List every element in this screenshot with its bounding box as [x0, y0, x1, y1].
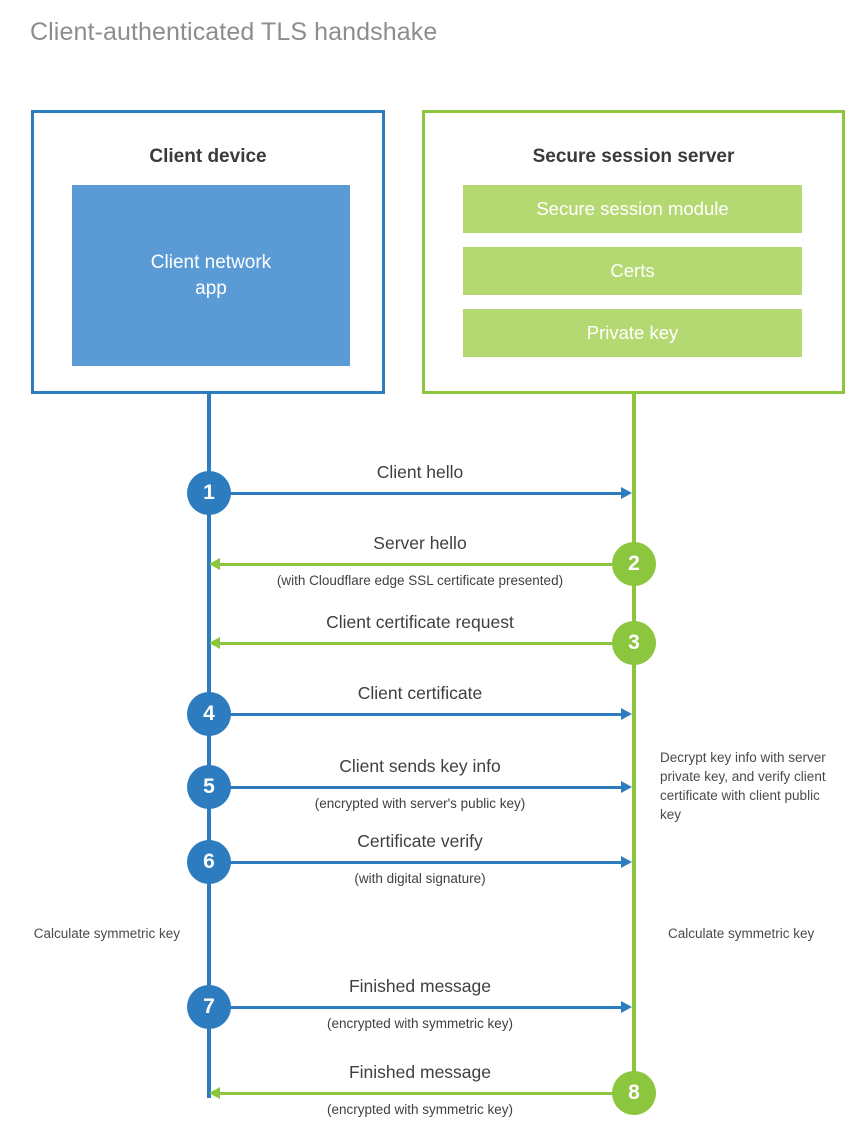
message-label-3: Client certificate request [326, 612, 514, 632]
message-sublabel-2: (with Cloudflare edge SSL certificate pr… [276, 573, 564, 588]
step-badge-7: 7 [187, 985, 231, 1029]
step-badge-1: 1 [187, 471, 231, 515]
arrow-line-1 [209, 492, 621, 495]
server-lifeline [632, 394, 636, 1094]
arrow-head-5 [621, 781, 632, 793]
message-sublabel-7: (encrypted with symmetric key) [326, 1016, 514, 1031]
arrow-line-6 [209, 861, 621, 864]
message-sublabel-5: (encrypted with server's public key) [314, 796, 526, 811]
arrow-head-3 [209, 637, 220, 649]
arrow-line-8 [220, 1092, 634, 1095]
page-title: Client-authenticated TLS handshake [30, 18, 438, 46]
arrow-head-6 [621, 856, 632, 868]
message-label-7: Finished message [348, 976, 492, 996]
message-label-8: Finished message [348, 1062, 492, 1082]
annotation-calculate-symmetric-key-server: Calculate symmetric key [668, 926, 815, 941]
step-badge-2: 2 [612, 542, 656, 586]
step-badge-4: 4 [187, 692, 231, 736]
arrow-line-2 [220, 563, 634, 566]
arrow-line-3 [220, 642, 634, 645]
message-sublabel-8: (encrypted with symmetric key) [326, 1102, 514, 1117]
message-label-5: Client sends key info [339, 756, 501, 776]
arrow-line-5 [209, 786, 621, 789]
message-label-6: Certificate verify [357, 831, 483, 851]
arrow-head-4 [621, 708, 632, 720]
server-component-certs: Certs [463, 247, 802, 295]
client-lifeline [207, 394, 211, 1098]
arrow-head-7 [621, 1001, 632, 1013]
step-badge-3: 3 [612, 621, 656, 665]
step-badge-8: 8 [612, 1071, 656, 1115]
secure-session-server-title: Secure session server [532, 146, 735, 167]
step-badge-5: 5 [187, 765, 231, 809]
annotation-calculate-symmetric-key-client: Calculate symmetric key [33, 926, 180, 941]
arrow-head-1 [621, 487, 632, 499]
step-badge-6: 6 [187, 840, 231, 884]
server-component-secure-session-module: Secure session module [463, 185, 802, 233]
message-label-4: Client certificate [357, 683, 483, 703]
secure-session-server-box: Secure session server Secure session mod… [422, 110, 845, 394]
message-sublabel-6: (with digital signature) [354, 871, 486, 886]
annotation-decrypt-key-info: Decrypt key info with server private key… [660, 750, 826, 823]
server-component-private-key: Private key [463, 309, 802, 357]
arrow-head-2 [209, 558, 220, 570]
message-label-1: Client hello [376, 462, 464, 482]
message-label-2: Server hello [373, 533, 467, 553]
arrow-head-8 [209, 1087, 220, 1099]
arrow-line-4 [209, 713, 621, 716]
client-device-title: Client device [149, 146, 267, 167]
arrow-line-7 [209, 1006, 621, 1009]
